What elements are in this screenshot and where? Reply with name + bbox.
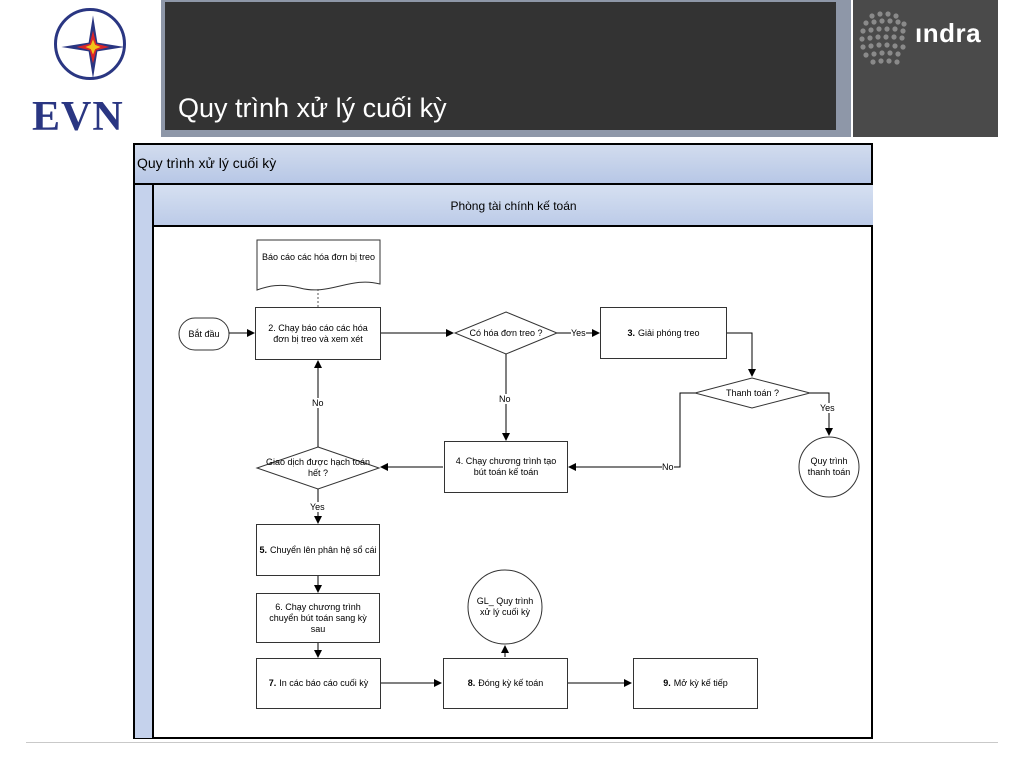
indra-brand-text: ındra bbox=[915, 18, 982, 48]
gl-process-shape bbox=[467, 569, 543, 645]
lane-side-strip bbox=[135, 185, 154, 738]
edge-step3-to-payment bbox=[727, 332, 756, 377]
evn-logo-emblem bbox=[54, 8, 126, 80]
step7-box: 7. In các báo cáo cuối kỳ bbox=[256, 658, 381, 709]
lane-title: Phòng tài chính kế toán bbox=[450, 199, 577, 213]
report-document-shape bbox=[256, 239, 381, 291]
edge-payment-to-step4 bbox=[568, 392, 695, 471]
start-node: Bắt đầu bbox=[188, 328, 220, 339]
edge-payment-to-process bbox=[810, 392, 833, 436]
page-title: Quy trình xử lý cuối kỳ bbox=[178, 93, 447, 123]
label-no-pending: No bbox=[499, 394, 511, 404]
decision-posted: Giao dịch được hạch toán hết ? bbox=[266, 457, 370, 478]
step7-text: In các báo cáo cuối kỳ bbox=[279, 678, 369, 688]
step8-box: 8. Đóng kỳ kế toán bbox=[443, 658, 568, 709]
payment-process-node: Quy trình thanh toán bbox=[807, 456, 851, 477]
lane-header bbox=[154, 185, 873, 227]
step8-text: Đóng kỳ kế toán bbox=[478, 678, 544, 688]
start-terminator-shape bbox=[178, 317, 230, 351]
decision-pending: Có hóa đơn treo ? bbox=[469, 327, 543, 338]
footer-divider bbox=[26, 742, 998, 743]
payment-process-shape bbox=[798, 436, 860, 498]
indra-dots-icon bbox=[859, 11, 907, 65]
step4-box: 4. Chạy chương trình tạo bút toán kế toá… bbox=[444, 441, 568, 493]
compass-star-icon bbox=[61, 15, 125, 79]
pool-title: Quy trình xử lý cuối kỳ bbox=[137, 155, 277, 171]
gl-process-node: GL_ Quy trình xử lý cuối kỳ bbox=[476, 596, 534, 617]
step7-number: 7. bbox=[268, 678, 277, 688]
step9-number: 9. bbox=[663, 678, 671, 688]
label-no-posted: No bbox=[312, 398, 324, 408]
step6-box: 6. Chạy chương trình chuyển bút toán san… bbox=[256, 593, 380, 643]
decision-payment: Thanh toán ? bbox=[725, 387, 780, 398]
evn-logo-text: EVN bbox=[32, 94, 124, 140]
evn-logo: EVN bbox=[26, 0, 161, 140]
label-no-payment: No bbox=[662, 462, 674, 472]
label-yes-pending: Yes bbox=[571, 328, 586, 338]
title-panel bbox=[165, 2, 836, 130]
step3-box: 3. Giải phóng treo bbox=[600, 307, 727, 359]
report-document-label: Báo cáo các hóa đơn bị treo bbox=[262, 251, 375, 262]
indra-brand-panel bbox=[853, 0, 998, 137]
label-yes-payment: Yes bbox=[820, 403, 835, 413]
step2-box: 2. Chạy báo cáo các hóa đơn bị treo và x… bbox=[255, 307, 381, 360]
step3-text: Giải phóng treo bbox=[637, 327, 700, 338]
step3-number: 3. bbox=[627, 327, 635, 338]
step5-box: 5. Chuyển lên phân hệ sổ cái bbox=[256, 524, 380, 576]
step5-number: 5. bbox=[259, 544, 267, 555]
step9-box: 9. Mở kỳ kế tiếp bbox=[633, 658, 758, 709]
step5-text: Chuyển lên phân hệ sổ cái bbox=[269, 544, 377, 555]
step8-number: 8. bbox=[467, 678, 476, 688]
step9-text: Mở kỳ kế tiếp bbox=[673, 678, 728, 688]
pool-header bbox=[133, 143, 873, 185]
label-yes-posted: Yes bbox=[310, 502, 325, 512]
decision-payment-shape bbox=[693, 377, 812, 409]
